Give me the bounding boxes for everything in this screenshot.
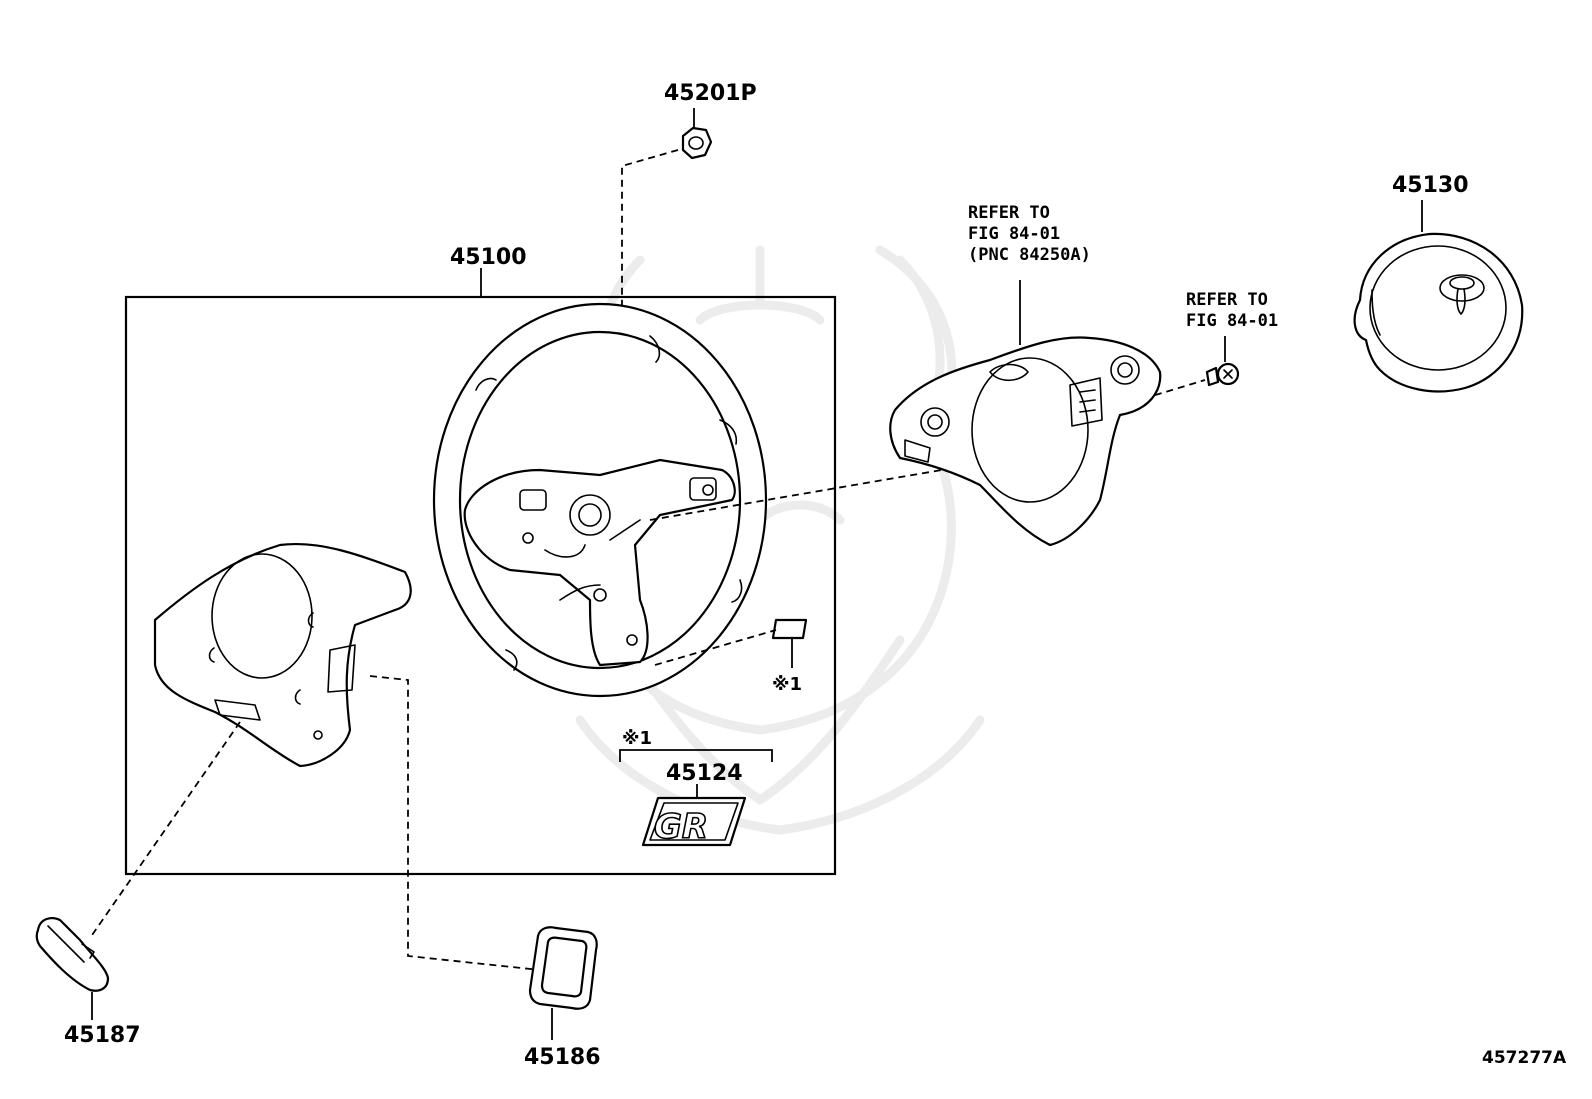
bezel-icon bbox=[528, 926, 598, 1010]
switch-ref-line-3: (PNC 84250A) bbox=[968, 245, 1091, 265]
illustration-id: 457277A bbox=[1482, 1048, 1567, 1068]
steering-wheel-icon bbox=[432, 302, 768, 698]
lower-cover-icon bbox=[153, 542, 412, 768]
switch-ref-line-2: FIG 84-01 bbox=[968, 224, 1060, 244]
emblem-bracket bbox=[619, 749, 773, 762]
part-label-45186: 45186 bbox=[524, 1045, 601, 1070]
lower-cover-dash bbox=[89, 721, 241, 939]
emblem-location-icon bbox=[771, 618, 808, 640]
airbag-pad-icon bbox=[1353, 232, 1524, 393]
lower-cover-small-icon bbox=[35, 917, 110, 992]
part-label-45124: 45124 bbox=[666, 761, 743, 786]
part-label-45100: 45100 bbox=[450, 245, 527, 270]
nut-icon bbox=[681, 126, 713, 160]
footnote-marker-emblem: ※1 bbox=[622, 728, 652, 749]
bezel-dash bbox=[369, 675, 541, 971]
switch-ref-line-1: REFER TO bbox=[968, 203, 1050, 223]
screw-icon bbox=[1205, 362, 1240, 387]
screw-ref-line-1: REFER TO bbox=[1186, 290, 1268, 310]
emblem-location-dash bbox=[654, 629, 777, 666]
screw-ref-line-2: FIG 84-01 bbox=[1186, 311, 1278, 331]
part-label-45130: 45130 bbox=[1392, 173, 1469, 198]
part-label-45187: 45187 bbox=[64, 1023, 141, 1048]
gr-emblem-icon: GR bbox=[641, 796, 747, 848]
switch-assembly-icon bbox=[889, 336, 1162, 547]
gr-emblem-text: GR bbox=[654, 807, 708, 847]
footnote-marker-wheel: ※1 bbox=[772, 674, 802, 695]
part-label-45201p: 45201P bbox=[664, 81, 757, 106]
